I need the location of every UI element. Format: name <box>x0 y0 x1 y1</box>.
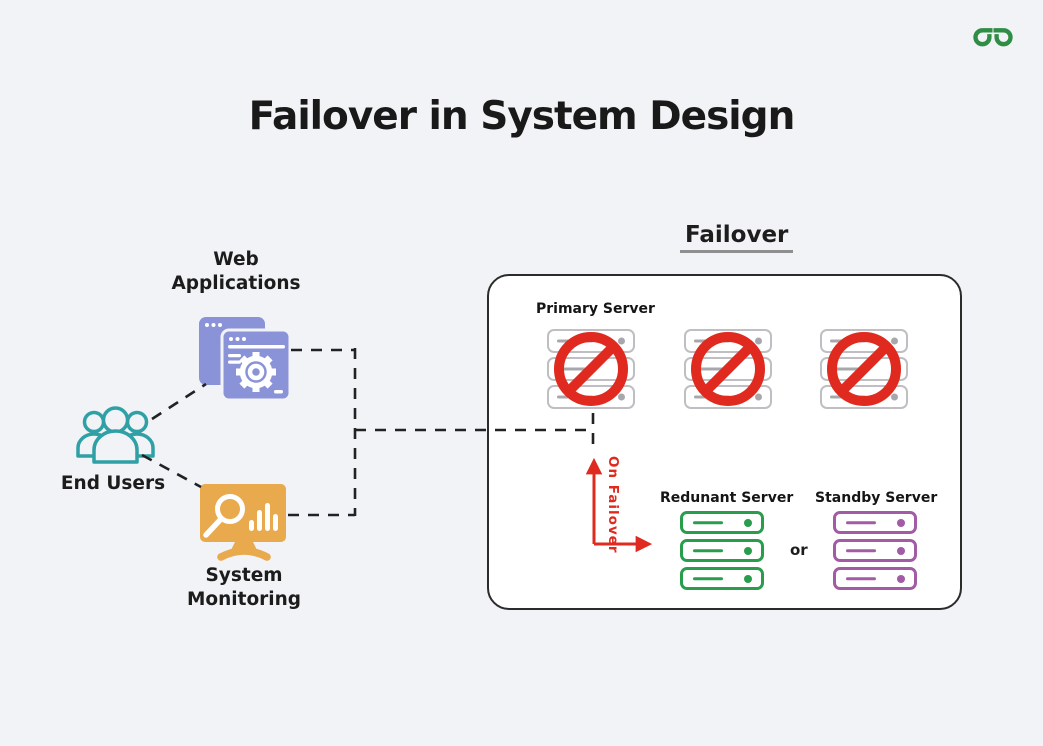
server-line <box>694 395 730 399</box>
server-row <box>684 385 772 409</box>
primary-server-stack-2 <box>684 329 772 413</box>
server-row <box>684 357 772 381</box>
server-line <box>693 576 723 581</box>
server-led <box>891 337 898 345</box>
server-line <box>693 520 723 525</box>
server-led <box>897 546 905 555</box>
server-row <box>833 539 917 562</box>
system-monitoring-label: System Monitoring <box>186 565 302 611</box>
geeksforgeeks-logo-icon <box>969 20 1017 54</box>
on-failover-label: On Failover <box>605 456 621 554</box>
server-led <box>618 337 625 345</box>
server-row <box>547 385 635 409</box>
end-users-icon <box>73 399 158 469</box>
or-label: or <box>790 541 808 559</box>
standby-server-stack <box>833 511 917 595</box>
server-led <box>755 337 762 345</box>
primary-server-label: Primary Server <box>536 301 655 317</box>
server-row <box>820 357 908 381</box>
server-row <box>820 329 908 353</box>
failover-heading: Failover <box>680 222 794 253</box>
server-line <box>693 548 723 553</box>
server-line <box>846 548 876 553</box>
standby-server-label: Standby Server <box>815 490 938 506</box>
server-line <box>830 395 866 399</box>
server-led <box>618 365 625 373</box>
server-row <box>820 385 908 409</box>
server-line <box>557 367 593 371</box>
end-users-label: End Users <box>60 473 166 494</box>
server-led <box>618 393 625 401</box>
primary-server-stack-3 <box>820 329 908 413</box>
server-led <box>891 393 898 401</box>
web-applications-icon <box>198 316 290 400</box>
server-row <box>684 329 772 353</box>
server-line <box>846 520 876 525</box>
system-monitoring-icon <box>199 484 289 562</box>
server-led <box>755 393 762 401</box>
server-row <box>547 329 635 353</box>
server-line <box>846 576 876 581</box>
server-led <box>744 518 752 527</box>
server-led <box>891 365 898 373</box>
redundant-server-stack <box>680 511 764 595</box>
server-led <box>744 546 752 555</box>
server-led <box>744 574 752 583</box>
server-line <box>694 339 730 343</box>
server-line <box>557 395 593 399</box>
web-applications-label: Web Applications <box>171 249 301 295</box>
server-row <box>680 567 764 590</box>
server-line <box>830 339 866 343</box>
primary-server-stack-1 <box>547 329 635 413</box>
server-row <box>833 567 917 590</box>
server-line <box>694 367 730 371</box>
server-led <box>897 574 905 583</box>
server-led <box>897 518 905 527</box>
redundant-server-label: Redunant Server <box>660 490 794 506</box>
server-row <box>547 357 635 381</box>
server-row <box>833 511 917 534</box>
page-title: Failover in System Design <box>248 94 796 139</box>
server-row <box>680 539 764 562</box>
server-line <box>557 339 593 343</box>
server-row <box>680 511 764 534</box>
server-line <box>830 367 866 371</box>
server-led <box>755 365 762 373</box>
